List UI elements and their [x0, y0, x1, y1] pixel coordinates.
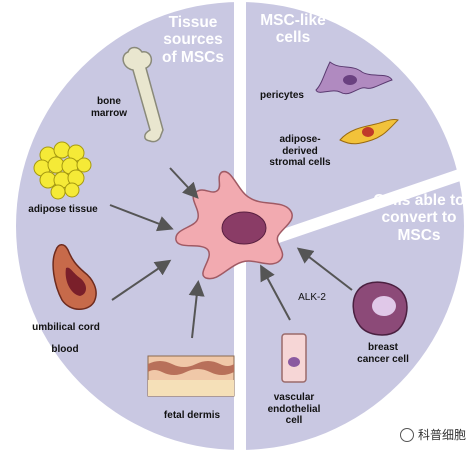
wechat-icon — [399, 427, 414, 442]
label-vascular-endothelial: vascular endothelial cell — [267, 392, 321, 426]
label-pericytes: pericytes — [260, 90, 304, 101]
cancer-cell-icon — [352, 281, 408, 336]
title-tissue-sources: Tissue sources of MSCs — [162, 14, 224, 66]
label-adipose-tissue: adipose tissue — [28, 204, 98, 215]
watermark-text: 科普细胞 — [417, 428, 466, 442]
skin-layers-icon — [147, 355, 235, 397]
arrow-bone — [169, 167, 199, 199]
label-bone-marrow: bone marrow — [90, 96, 128, 119]
bone-icon — [122, 46, 164, 143]
divider-diagonal — [238, 164, 474, 256]
label-breast-cancer: breast cancer cell — [357, 342, 409, 365]
arrow-cancer — [296, 247, 353, 291]
label-blood: blood — [51, 344, 79, 355]
arrow-endothelial — [260, 264, 291, 321]
arrow-cord — [111, 259, 172, 301]
pericyte-icon — [315, 61, 393, 95]
umbilical-cord-icon — [52, 244, 97, 310]
label-umbilical-cord: umbilical cord — [32, 322, 100, 333]
title-msc-like: MSC-like cells — [260, 12, 326, 47]
stromal-cell-icon — [339, 119, 399, 145]
watermark: 科普细胞 — [399, 426, 466, 443]
label-alk2: ALK-2 — [298, 292, 326, 303]
arrow-adipose — [109, 204, 174, 232]
fat-cells-icon — [33, 141, 92, 200]
label-adipose-stromal: adipose- derived stromal cells — [269, 134, 331, 168]
title-convert: Cells able to convert to MSCs — [373, 192, 465, 244]
arrow-dermis — [188, 280, 205, 339]
endothelial-cell-icon — [281, 333, 307, 383]
label-fetal-dermis: fetal dermis — [163, 410, 221, 421]
